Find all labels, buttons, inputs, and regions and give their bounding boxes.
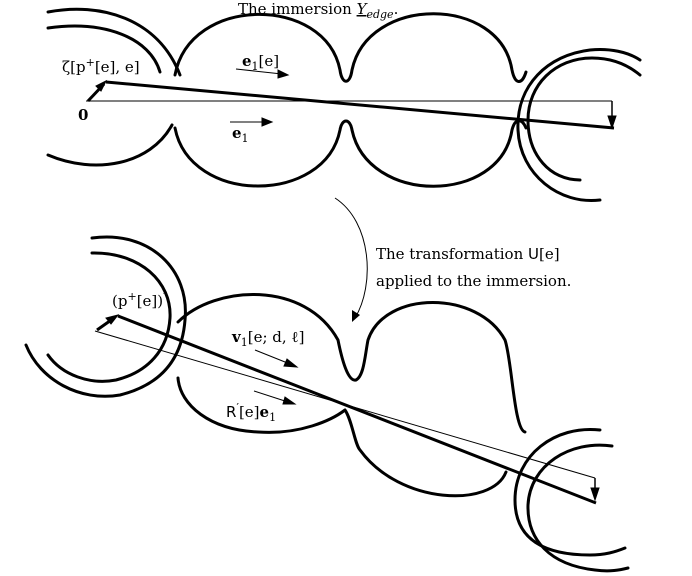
bottom-v1-arrow [254, 349, 291, 365]
top-vectors [86, 68, 617, 130]
origin-label: 0 [78, 106, 88, 124]
bottom-immersion [24, 235, 630, 573]
bottom-thick-line [117, 314, 597, 505]
e1e-label: e1[e] [242, 52, 279, 73]
bottom-right-circle-inner [513, 427, 627, 557]
bottom-thin-arrowhead [590, 487, 600, 502]
pplus-label: (p+[e])′ [112, 290, 166, 310]
transformation-caption-line1: The transformation U[e] [376, 245, 560, 263]
top-left-cap-lower [46, 123, 174, 167]
top-thick-line [105, 80, 615, 130]
bottom-r-arrow [253, 390, 289, 403]
top-e1e-arrowhead [277, 69, 290, 79]
zeta-label: ζ[p+[e], e] [62, 56, 140, 76]
bottom-left-arc-outer [24, 235, 187, 398]
top-left-cap-inner [46, 24, 162, 74]
top-upper-wall [173, 12, 528, 83]
top-zeta-arrowhead [95, 79, 108, 92]
bottom-pplus-arrowhead [105, 314, 120, 325]
top-e1-arrowhead [261, 117, 274, 127]
top-right-circle-inner [526, 56, 642, 182]
bottom-lower-wall [176, 376, 508, 498]
bottom-vectors [94, 314, 600, 505]
transformation-caption-line2: applied to the immersion. [376, 272, 571, 290]
transformation-arrow [334, 197, 368, 319]
top-lower-wall [173, 119, 528, 188]
bottom-right-circle-outer [526, 443, 630, 573]
top-left-cap-outer [46, 7, 182, 77]
bottom-v1-arrowhead [283, 358, 299, 368]
v1-label: v1[e; d, ℓ] [231, 328, 304, 349]
bottom-r-arrowhead [282, 396, 297, 405]
top-immersion [46, 7, 642, 203]
bottom-upper-wall [176, 292, 527, 434]
transformation-arrowhead [352, 310, 360, 322]
e1-label: e1 [232, 124, 249, 145]
r-label: R′[e]e1 [226, 401, 276, 424]
title: The immersion Yedge. [238, 0, 398, 21]
top-thin-arrowhead [607, 115, 617, 130]
bottom-left-arc-inner [46, 251, 172, 383]
top-right-circle-outer [516, 48, 642, 203]
top-e1e-arrow [235, 68, 283, 75]
